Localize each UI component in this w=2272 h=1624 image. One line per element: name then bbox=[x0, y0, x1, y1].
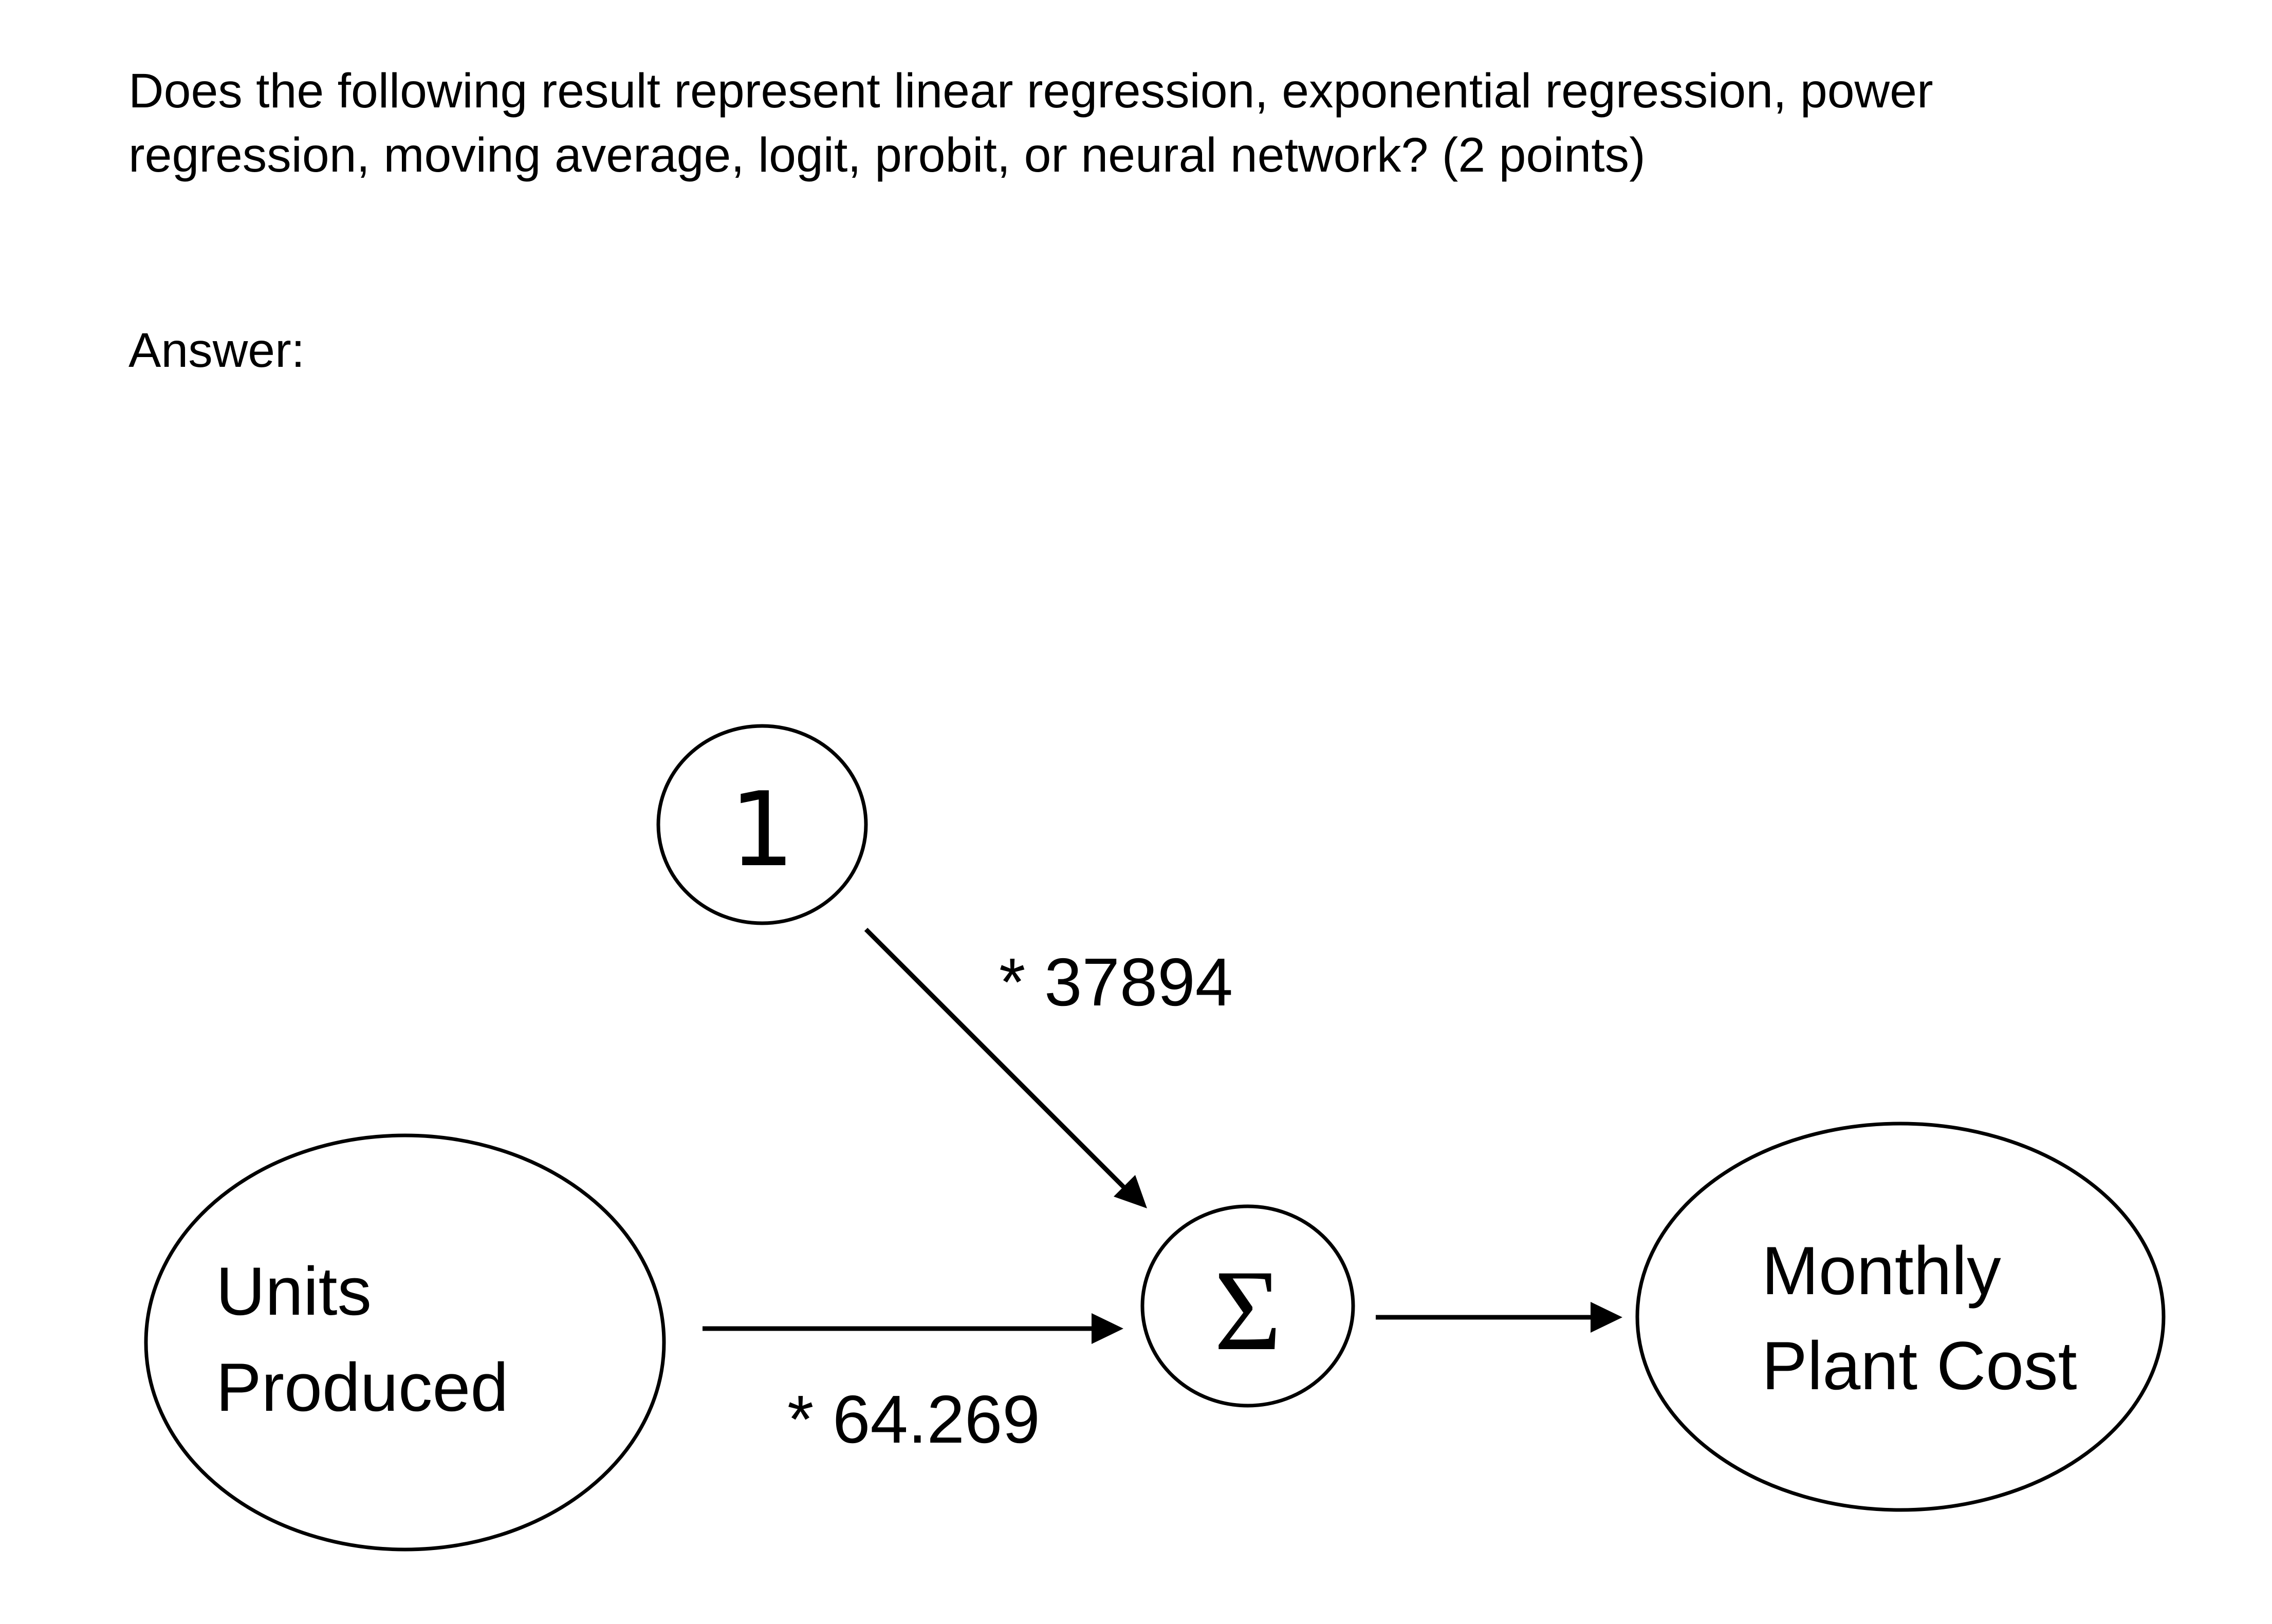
output-node-label-line-2: Plant Cost bbox=[1762, 1328, 2077, 1404]
bias-node-circle bbox=[656, 724, 868, 925]
output-node-label: Monthly Plant Cost bbox=[1762, 1224, 2077, 1414]
bias-node-label: 1 bbox=[729, 770, 795, 890]
question-line-2: regression, moving average, logit, probi… bbox=[128, 128, 1646, 182]
sum-node-circle bbox=[1140, 1204, 1355, 1408]
bias-to-sum-arrow bbox=[864, 927, 1147, 1208]
input-node-label: Units Produced bbox=[216, 1244, 508, 1436]
sum-to-output-arrowhead bbox=[1591, 1302, 1622, 1333]
bias-weight-label: * 37894 bbox=[999, 944, 1233, 1020]
input-to-sum-arrowhead bbox=[1092, 1313, 1123, 1344]
input-node-label-line-1: Units bbox=[216, 1254, 372, 1330]
input-node-ellipse bbox=[144, 1133, 666, 1552]
sum-to-output-arrow bbox=[1376, 1302, 1622, 1333]
question-line-1: Does the following result represent line… bbox=[128, 64, 1933, 118]
input-to-sum-arrow bbox=[703, 1313, 1123, 1344]
input-node-label-line-2: Produced bbox=[216, 1350, 509, 1426]
bias-to-sum-arrowhead bbox=[1114, 1175, 1147, 1208]
question-text: Does the following result represent line… bbox=[128, 59, 1933, 188]
answer-label: Answer: bbox=[128, 323, 305, 378]
sum-node-symbol: Σ bbox=[1214, 1246, 1282, 1374]
output-node-ellipse bbox=[1635, 1122, 2166, 1512]
output-node-label-line-1: Monthly bbox=[1762, 1233, 2001, 1309]
bias-to-sum-arrow-line bbox=[864, 927, 1129, 1192]
input-weight-label: * 64.269 bbox=[787, 1382, 1040, 1457]
